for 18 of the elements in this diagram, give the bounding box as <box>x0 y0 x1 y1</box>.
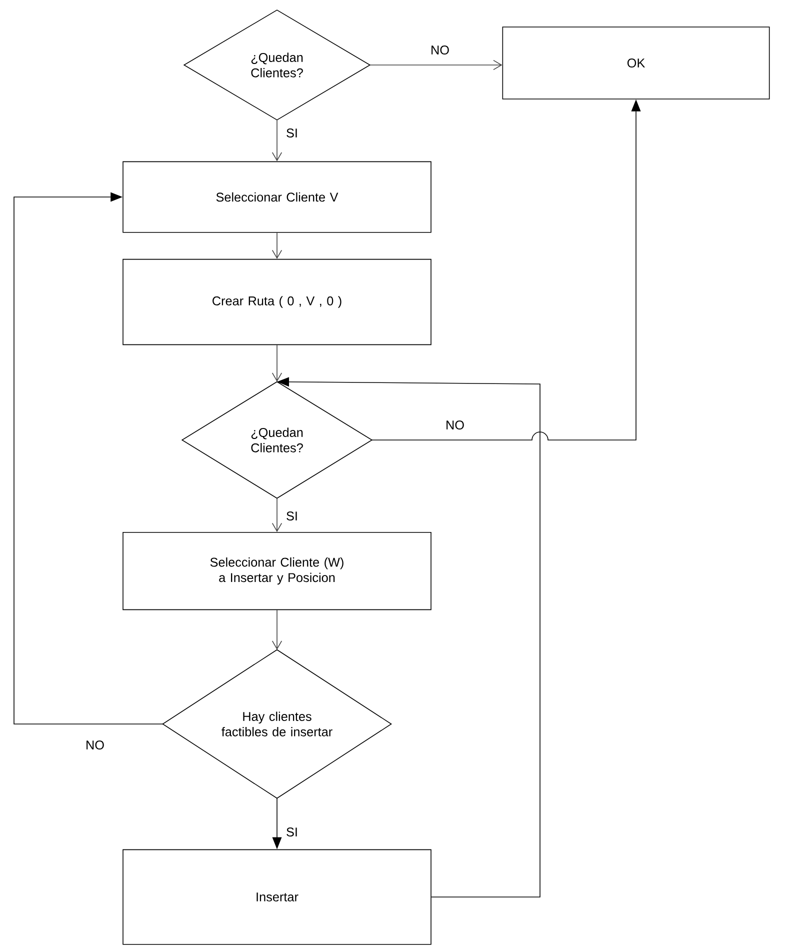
arrow <box>14 192 164 724</box>
edge-label: NO <box>444 419 466 431</box>
process-box: Insertar <box>122 849 432 945</box>
process-box: Seleccionar Cliente V <box>122 161 432 233</box>
process-box: OK <box>502 26 770 100</box>
arrow <box>272 120 282 162</box>
edge-label: SI <box>284 826 300 838</box>
edge-label: SI <box>284 127 300 139</box>
edge-label: SI <box>284 510 300 522</box>
arrow <box>272 610 282 650</box>
arrow <box>272 498 282 532</box>
process-box: Seleccionar Cliente (W) a Insertar y Posicion <box>122 532 432 610</box>
edge-label: NO <box>429 44 451 56</box>
arrow <box>272 344 282 382</box>
arrow <box>272 232 282 259</box>
arrow <box>370 60 502 70</box>
process-box: Crear Ruta ( 0 , V , 0 ) <box>122 258 432 346</box>
edge-label: NO <box>84 739 106 751</box>
